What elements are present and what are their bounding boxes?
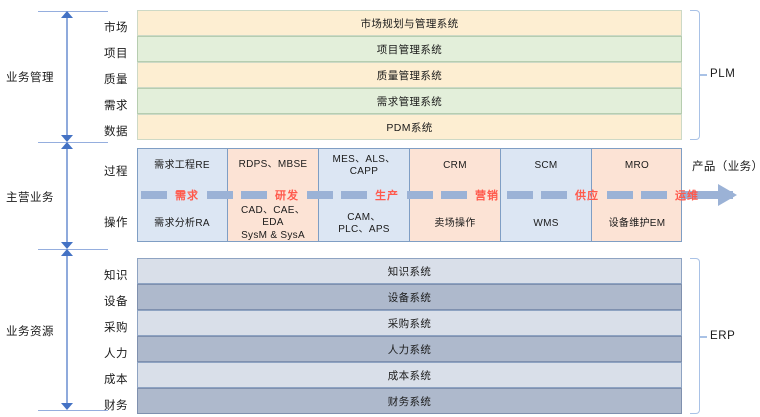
flow-stage-label-supply: 供应 bbox=[575, 190, 599, 202]
flow-stage-label-rnd: 研发 bbox=[275, 190, 299, 202]
matrix-process-production: MES、ALS、CAPP bbox=[332, 153, 396, 178]
matrix-operation-rnd: CAD、CAE、EDA SysM & SysA bbox=[240, 204, 306, 241]
divider-bottom bbox=[38, 410, 108, 411]
row-label-data: 数据 bbox=[104, 126, 128, 138]
system-band-project[interactable]: 项目管理系统 bbox=[137, 36, 682, 62]
bracket-erp bbox=[690, 258, 700, 414]
group-label-business-management: 业务管理 bbox=[6, 72, 54, 84]
row-label-knowledge: 知识 bbox=[104, 270, 128, 282]
flow-stage-label-production: 生产 bbox=[375, 190, 399, 202]
group-label-core-business: 主营业务 bbox=[6, 192, 54, 204]
range-arrow-resources-up bbox=[61, 249, 73, 256]
range-arrow-core-down bbox=[61, 242, 73, 249]
flow-stage-marketing[interactable]: 营销 bbox=[437, 187, 537, 203]
range-arrow-management-up bbox=[61, 11, 73, 18]
row-label-finance: 财务 bbox=[104, 400, 128, 412]
row-label-purchase: 采购 bbox=[104, 322, 128, 334]
bracket-tick-erp bbox=[700, 336, 707, 338]
range-stem-core bbox=[66, 145, 68, 246]
row-label-market: 市场 bbox=[104, 22, 128, 34]
matrix-process-supply: SCM bbox=[534, 159, 558, 171]
row-label-requirement: 需求 bbox=[104, 100, 128, 112]
matrix-process-requirement: 需求工程RE bbox=[154, 159, 210, 171]
matrix-process-rnd: RDPS、MBSE bbox=[238, 159, 308, 170]
flow-stage-supply[interactable]: 供应 bbox=[537, 187, 637, 203]
bracket-tick-plm bbox=[700, 74, 707, 76]
system-band-market[interactable]: 市场规划与管理系统 bbox=[137, 10, 682, 36]
bracket-label-plm: PLM bbox=[710, 68, 736, 80]
flow-stage-production[interactable]: 生产 bbox=[337, 187, 437, 203]
matrix-operation-production: CAM、 PLC、APS bbox=[338, 211, 390, 236]
row-label-process: 过程 bbox=[104, 166, 128, 178]
row-label-hr: 人力 bbox=[104, 348, 128, 360]
row-label-project: 项目 bbox=[104, 48, 128, 60]
system-band-requirement[interactable]: 需求管理系统 bbox=[137, 88, 682, 114]
range-arrow-core-up bbox=[61, 142, 73, 149]
system-band-finance[interactable]: 财务系统 bbox=[137, 388, 682, 414]
row-label-quality: 质量 bbox=[104, 74, 128, 86]
range-stem-management bbox=[66, 14, 68, 139]
process-flow-band: 需求 研发 生产 营销 供应 运维 bbox=[137, 186, 737, 204]
flow-stage-label-maintenance: 运维 bbox=[675, 190, 699, 202]
matrix-operation-marketing: 卖场操作 bbox=[434, 217, 476, 229]
system-band-hr[interactable]: 人力系统 bbox=[137, 336, 682, 362]
range-arrow-resources-down bbox=[61, 403, 73, 410]
system-band-quality[interactable]: 质量管理系统 bbox=[137, 62, 682, 88]
group-label-business-resources: 业务资源 bbox=[6, 326, 54, 338]
output-label-product: 产品（业务） bbox=[692, 161, 760, 173]
bracket-label-erp: ERP bbox=[710, 330, 736, 342]
system-band-purchase[interactable]: 采购系统 bbox=[137, 310, 682, 336]
matrix-process-marketing: CRM bbox=[443, 159, 467, 171]
flow-stage-maintenance[interactable]: 运维 bbox=[637, 187, 737, 203]
system-band-equipment[interactable]: 设备系统 bbox=[137, 284, 682, 310]
matrix-process-maintenance: MRO bbox=[624, 159, 650, 171]
row-label-equipment: 设备 bbox=[104, 296, 128, 308]
range-stem-resources bbox=[66, 252, 68, 407]
flow-stage-requirement[interactable]: 需求 bbox=[137, 187, 237, 203]
row-label-cost: 成本 bbox=[104, 374, 128, 386]
divider-core-res bbox=[38, 249, 108, 250]
flow-stage-label-marketing: 营销 bbox=[475, 190, 499, 202]
row-label-operation: 操作 bbox=[104, 217, 128, 229]
bracket-plm bbox=[690, 10, 700, 140]
matrix-operation-supply: WMS bbox=[533, 217, 559, 229]
system-band-knowledge[interactable]: 知识系统 bbox=[137, 258, 682, 284]
range-arrow-management-down bbox=[61, 135, 73, 142]
system-band-pdm[interactable]: PDM系统 bbox=[137, 114, 682, 140]
matrix-operation-requirement: 需求分析RA bbox=[154, 217, 210, 229]
matrix-operation-maintenance: 设备维护EM bbox=[608, 217, 666, 229]
divider-mgmt-core bbox=[38, 142, 108, 143]
flow-output-arrow-icon bbox=[682, 184, 737, 206]
flow-stage-label-requirement: 需求 bbox=[175, 190, 199, 202]
system-band-cost[interactable]: 成本系统 bbox=[137, 362, 682, 388]
flow-stage-rnd[interactable]: 研发 bbox=[237, 187, 337, 203]
divider-top bbox=[38, 11, 108, 12]
